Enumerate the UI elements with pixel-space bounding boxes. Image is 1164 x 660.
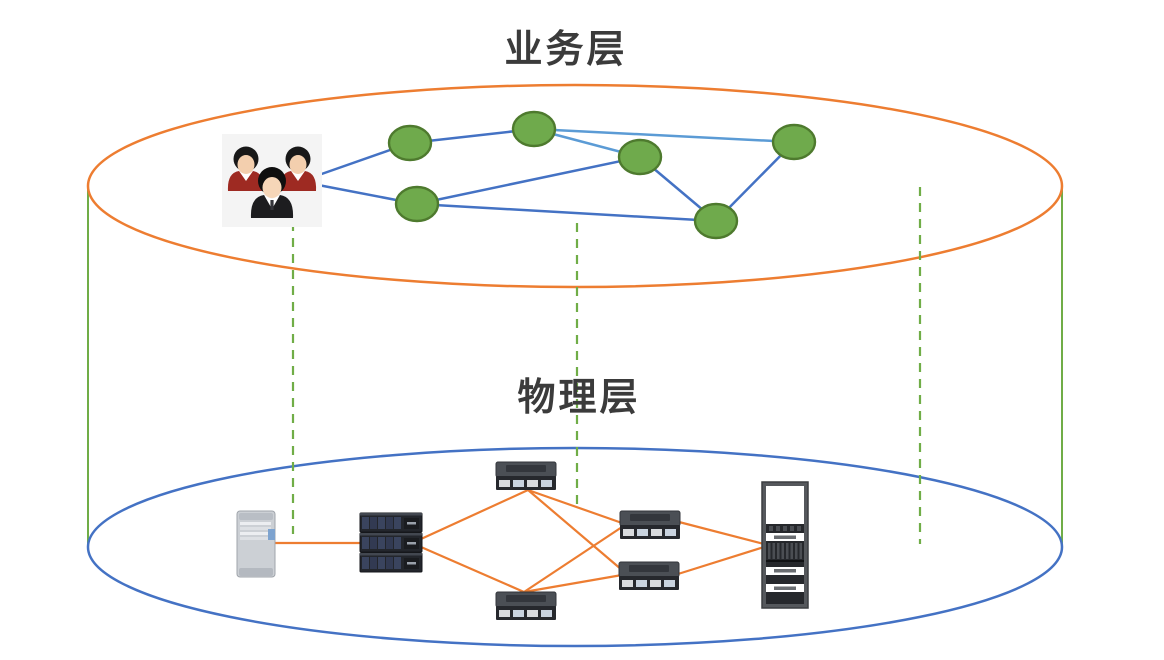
physical-layer-title: 物理层 bbox=[517, 375, 641, 419]
person-back-right bbox=[279, 146, 317, 191]
business-nodes bbox=[387, 110, 817, 240]
physical-link-switch-mid-b-rack-cabinet bbox=[676, 545, 766, 576]
cylinder-boundaries bbox=[86, 83, 1064, 648]
business-node-n1 bbox=[387, 124, 433, 162]
rack-unit bbox=[359, 532, 423, 553]
rack-unit bbox=[359, 512, 423, 533]
physical-links bbox=[273, 488, 766, 594]
tower-server-icon bbox=[236, 510, 276, 578]
mapping-dashed-lines bbox=[291, 187, 922, 544]
physical-link-switch-top-switch-mid-b bbox=[526, 488, 624, 572]
business-node-n6 bbox=[693, 202, 739, 240]
network-switch-icon bbox=[495, 591, 557, 620]
business-node-n4 bbox=[771, 123, 817, 161]
server-stack-icon bbox=[359, 512, 423, 573]
physical-link-rack-stack-switch-top bbox=[419, 488, 530, 541]
rack-cabinet-icon bbox=[761, 481, 809, 609]
business-node-n5 bbox=[394, 185, 440, 223]
physical-link-switch-top-switch-mid-a bbox=[526, 488, 624, 525]
rack-unit bbox=[359, 552, 423, 573]
user-group-icon bbox=[222, 134, 322, 227]
physical-link-switch-bottom-switch-mid-b bbox=[522, 573, 624, 594]
business-node-n2 bbox=[511, 110, 557, 148]
business-node-n3 bbox=[617, 138, 663, 176]
business-edge-n3-n5 bbox=[415, 155, 642, 206]
physical-layer-ellipse bbox=[86, 446, 1064, 648]
business-layer-ellipse bbox=[86, 83, 1064, 289]
person-front bbox=[250, 167, 294, 218]
network-switch-icon bbox=[495, 461, 557, 490]
business-edge-n2-n4 bbox=[532, 127, 796, 144]
physical-link-switch-bottom-switch-mid-a bbox=[522, 525, 624, 594]
physical-link-switch-mid-a-rack-cabinet bbox=[677, 520, 766, 546]
network-switch-icon bbox=[619, 510, 681, 539]
business-edge-n5-n6 bbox=[415, 202, 718, 223]
person-back-left bbox=[227, 146, 265, 191]
network-switch-icon bbox=[618, 561, 680, 590]
physical-link-rack-stack-switch-bottom bbox=[419, 545, 526, 594]
business-layer-title: 业务层 bbox=[504, 27, 628, 71]
